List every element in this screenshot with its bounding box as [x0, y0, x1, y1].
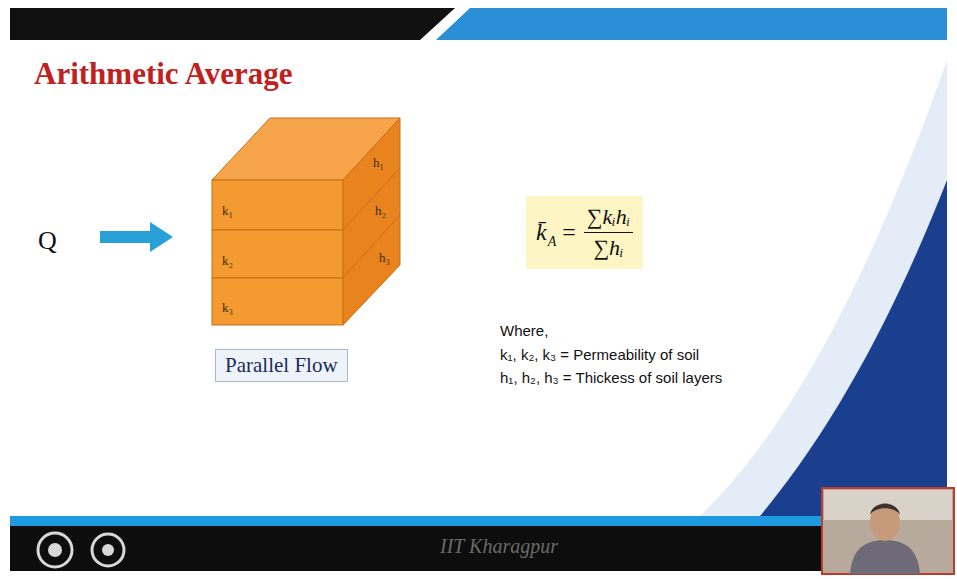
footer-watermark: IIT Kharagpur — [440, 535, 558, 558]
webcam-frame — [822, 488, 954, 574]
formula-box: k̄A=∑kᵢhᵢ∑hᵢ — [526, 196, 643, 269]
formula-symbol: k̄ — [536, 219, 547, 246]
formula-equals: = — [562, 219, 576, 246]
webcam-person-head — [870, 503, 900, 541]
definition-line: k₁, k₂, k₃ = Permeability of soil — [500, 346, 699, 363]
footer-band — [10, 526, 947, 571]
thickness-label: h₁ — [373, 155, 384, 171]
thickness-label: h₃ — [379, 250, 390, 266]
top-blue-band — [436, 8, 947, 40]
box-text: Parallel Flow — [225, 353, 338, 378]
formula-lhs: k̄A= — [536, 219, 584, 246]
logo-emblem-core — [102, 544, 114, 556]
formula-fraction: ∑kᵢhᵢ∑hᵢ — [584, 204, 633, 261]
webcam-person-hair — [870, 504, 900, 515]
slide-title: Arithmetic Average — [34, 56, 293, 92]
flow-arrow — [100, 222, 173, 252]
soil-layer-front — [212, 180, 343, 230]
dark-swoosh — [760, 180, 947, 516]
permeability-label: k₂ — [222, 253, 233, 269]
formula-numerator: ∑kᵢhᵢ — [584, 204, 633, 233]
soil-layer-side — [343, 215, 400, 325]
formula-subscript: A — [548, 234, 557, 250]
flow-symbol: Q — [38, 226, 57, 256]
definition-line: h₁, h₂, h₃ = Thickess of soil layers — [500, 369, 722, 386]
permeability-label: k₃ — [222, 300, 233, 316]
logo-emblem-core — [48, 543, 62, 557]
logo-emblem — [38, 533, 72, 567]
light-swoosh — [700, 60, 947, 516]
top-black-band — [10, 8, 455, 40]
logo-emblem — [92, 534, 124, 566]
soil-layer-front — [212, 278, 343, 325]
permeability-label: k₁ — [222, 203, 233, 219]
formula-denominator: ∑hᵢ — [593, 233, 623, 261]
webcam-person-body — [850, 540, 920, 574]
thickness-label: h₂ — [375, 203, 386, 219]
where-heading: Where, — [500, 322, 548, 339]
caption-box: Parallel Flow — [215, 349, 348, 382]
soil-layer-front — [212, 230, 343, 278]
footer-blue-line — [10, 516, 947, 526]
